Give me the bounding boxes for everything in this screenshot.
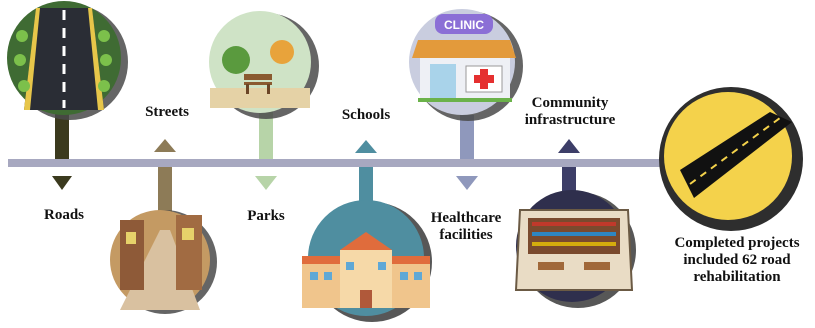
label-parks: Parks	[247, 208, 285, 224]
parks-stem	[259, 110, 273, 159]
streets-node	[110, 139, 217, 314]
healthcare-stem	[460, 115, 474, 159]
streets-arrow	[154, 139, 176, 152]
roads-arrow	[52, 176, 72, 190]
clinic-sign	[435, 14, 493, 34]
final-node	[659, 87, 803, 231]
parks-image	[209, 11, 311, 113]
parks-arrow	[255, 176, 277, 190]
healthcare-node: CLINIC	[409, 9, 523, 190]
clinic-sign-text: CLINIC	[444, 18, 484, 32]
label-schools: Schools	[341, 107, 391, 123]
community-arrow	[558, 139, 580, 153]
label-roads: Roads	[43, 207, 84, 223]
parks-node	[209, 11, 319, 190]
schools-node	[302, 140, 432, 322]
label-healthcare: Healthcare facilities	[430, 210, 502, 243]
healthcare-arrow	[456, 176, 478, 190]
community-node	[514, 139, 636, 308]
label-streets: Streets	[145, 104, 189, 120]
schools-arrow	[355, 140, 377, 153]
label-community: Community infrastructure	[524, 95, 616, 128]
label-final: Completed projects included 62 road reha…	[674, 235, 800, 285]
roads-node	[7, 1, 128, 190]
timeline-bar	[8, 159, 668, 167]
